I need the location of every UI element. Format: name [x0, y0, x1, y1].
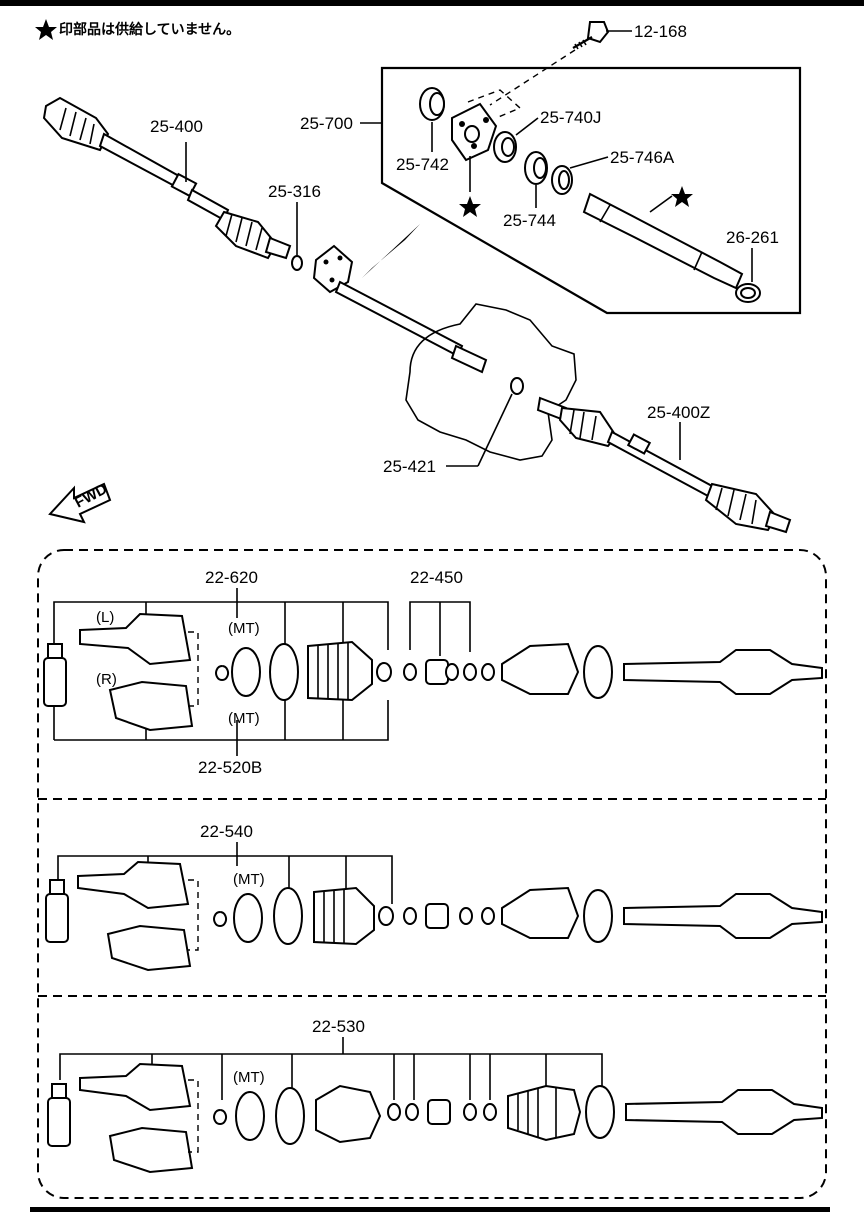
outer-joint-l: [79, 612, 192, 666]
mt-ring: [231, 647, 261, 697]
ring-744: [524, 151, 548, 185]
snap-ring-25-421: [510, 377, 524, 395]
tag-left: (L): [96, 609, 114, 626]
bottom-border: [30, 1207, 830, 1212]
clip-25-316: [291, 255, 303, 271]
seal-746a: [551, 165, 573, 195]
callout-bearing[interactable]: 25-740J: [540, 108, 601, 127]
boot-1: [307, 640, 373, 702]
tag-right: (R): [96, 671, 117, 688]
callout-22-620[interactable]: 22-620: [205, 568, 258, 587]
star-icon: [35, 19, 57, 40]
callout-bolt[interactable]: 12-168: [634, 22, 687, 41]
callout-ring-744[interactable]: 25-744: [503, 211, 556, 230]
bearing-bracket: [451, 89, 522, 162]
mt-tag-top: (MT): [228, 620, 260, 637]
callout-oil-seal[interactable]: 26-261: [726, 228, 779, 247]
boot-kit-panel: [37, 549, 827, 1199]
callout-snap-ring[interactable]: 25-421: [383, 457, 436, 476]
row-1: 22-620 22-520B 22-450 (L) (R) (MT) (MT): [43, 568, 823, 777]
callout-22-530[interactable]: 22-530: [312, 1017, 365, 1036]
circlip: [215, 665, 230, 681]
not-supplied-note: 印部品は供給していません。: [35, 19, 240, 40]
mt-tag-bottom: (MT): [228, 710, 260, 727]
row-3: 22-530 (MT): [47, 1017, 823, 1174]
oil-seal-26-261: [735, 283, 761, 303]
callout-axle-left[interactable]: 25-400: [150, 117, 203, 136]
callout-axle-right[interactable]: 25-400Z: [647, 403, 710, 422]
drive-shaft-right: [536, 396, 792, 534]
mt-tag-row2: (MT): [233, 871, 265, 888]
callout-clip[interactable]: 25-316: [268, 182, 321, 201]
row-2: 22-540 (MT): [45, 822, 823, 972]
detail-pointer: [362, 224, 420, 278]
mt-tag-row3: (MT): [233, 1069, 265, 1086]
ring-742: [419, 87, 445, 121]
top-border: [0, 0, 864, 6]
kit-box: [380, 66, 802, 315]
callout-ring-742[interactable]: 25-742: [396, 155, 449, 174]
shaft-1: [623, 649, 823, 695]
callout-22-450[interactable]: 22-450: [410, 568, 463, 587]
grease-tube: [43, 657, 67, 707]
outer-joint-r: [108, 680, 194, 732]
callout-22-520b[interactable]: 22-520B: [198, 758, 262, 777]
star-icon: [671, 186, 693, 207]
callout-seal[interactable]: 25-746A: [610, 148, 675, 167]
drive-shaft-left: [42, 96, 292, 260]
bearing-740j: [493, 131, 517, 163]
joint-shaft: [582, 192, 744, 290]
boot-band: [269, 643, 299, 701]
note-text: 印部品は供給していません。: [59, 21, 240, 38]
center-bearing-bracket: [312, 244, 488, 374]
callout-22-540[interactable]: 22-540: [200, 822, 253, 841]
callout-kit[interactable]: 25-700: [300, 114, 353, 133]
star-icon: [459, 196, 481, 217]
boot-2: [501, 642, 580, 695]
bolt-part: [572, 21, 610, 50]
fwd-arrow: FWD: [48, 480, 112, 524]
